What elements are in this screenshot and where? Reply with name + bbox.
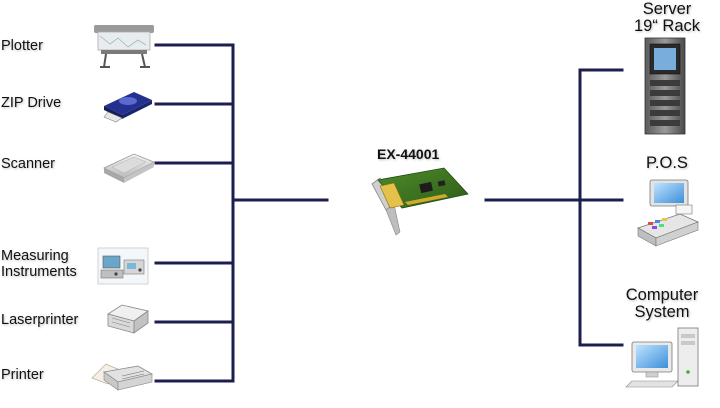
pos-terminal-icon	[637, 179, 700, 247]
label-server-line2: 19“ Rack	[633, 17, 701, 35]
label-measuring-line2: Instruments	[1, 264, 77, 280]
label-ex-44001: EX-44001	[377, 146, 440, 162]
scanner-icon	[103, 153, 155, 183]
connector-lines	[154, 43, 624, 383]
label-server-line1: Server	[642, 0, 692, 18]
zip-drive-icon	[103, 92, 152, 123]
label-measuring-line1: Measuring	[1, 248, 69, 264]
measuring-instruments-icon	[97, 247, 149, 285]
label-computer-line1: Computer	[625, 286, 699, 304]
label-zip-drive: ZIP Drive	[1, 95, 62, 111]
label-measuring-instruments: Measuring Instruments	[1, 248, 77, 280]
label-printer: Printer	[1, 367, 44, 383]
label-pos-line1: P.O.S	[646, 154, 688, 172]
label-scanner: Scanner	[1, 156, 56, 172]
label-computer-system: Computer System	[612, 287, 712, 321]
label-server-rack: Server 19“ Rack	[622, 1, 712, 35]
label-computer-line2: System	[634, 303, 690, 321]
laserprinter-icon	[107, 304, 149, 334]
label-laserprinter: Laserprinter	[1, 312, 79, 328]
ex-44001-card-icon	[371, 167, 469, 236]
server-rack-icon	[644, 37, 686, 135]
computer-icon	[625, 327, 699, 388]
plotter-icon	[94, 25, 154, 68]
label-plotter: Plotter	[1, 38, 43, 54]
label-pos: P.O.S	[622, 155, 712, 172]
printer-icon	[91, 363, 154, 391]
